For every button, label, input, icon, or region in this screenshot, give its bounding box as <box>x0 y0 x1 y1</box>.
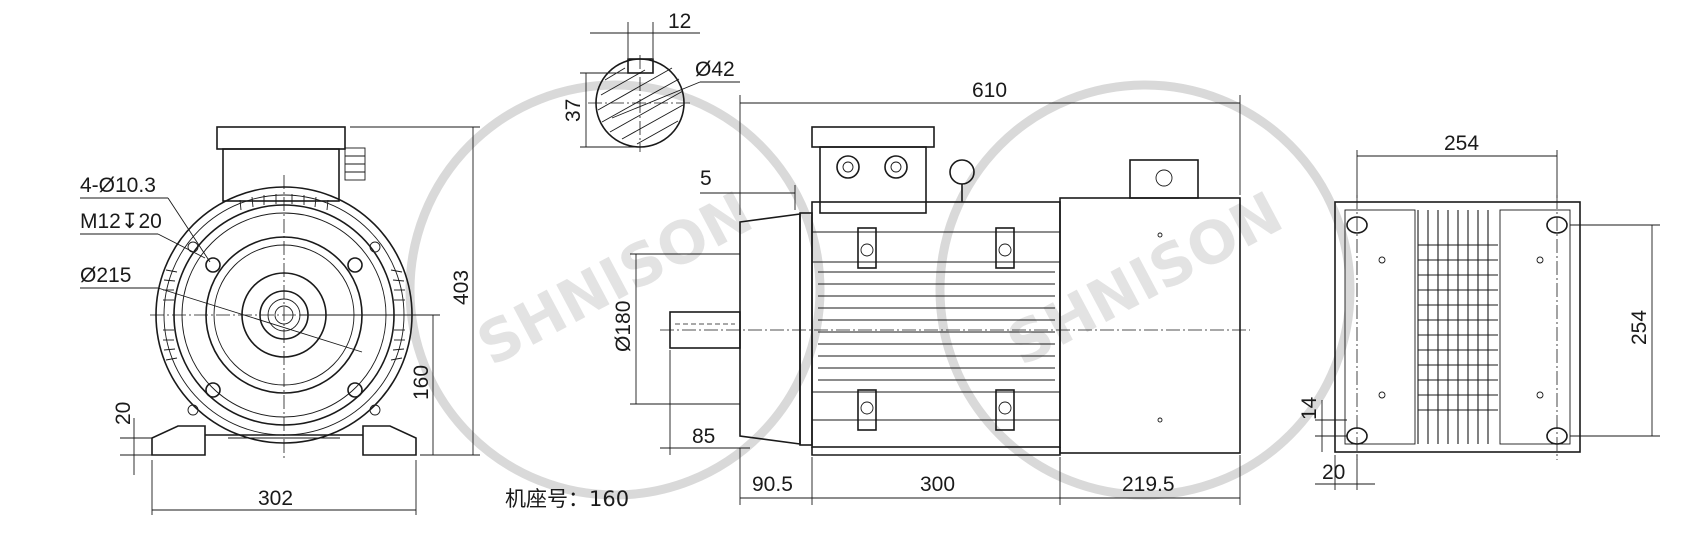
end-view: 302 403 160 20 4-Ø10.3 M12↧20 Ø215 <box>80 126 480 515</box>
terminal-box-side <box>819 146 927 214</box>
dim-keyway-12: 12 <box>668 10 691 33</box>
dim-length-610: 610 <box>972 79 1007 102</box>
dim-seg-300: 300 <box>920 473 955 496</box>
lifting-eye <box>949 159 975 185</box>
watermark-text-right: SHNISON <box>996 178 1293 379</box>
dim-width-302: 302 <box>258 487 293 510</box>
terminal-box-body <box>222 148 340 202</box>
flange-hole-1 <box>205 257 221 273</box>
terminal-box-lid <box>216 126 346 150</box>
dim-depth-37: 37 <box>562 99 585 122</box>
dim-edge-20: 20 <box>1322 461 1345 484</box>
dim-seg-219-5: 219.5 <box>1122 473 1175 496</box>
label-holes: 4-Ø10.3 <box>80 174 156 197</box>
flange-hole-2 <box>347 257 363 273</box>
body-fins <box>818 271 1055 381</box>
terminal-box-lid-side <box>811 126 935 148</box>
label-thread: M12↧20 <box>80 210 162 233</box>
label-flange-dia: Ø215 <box>80 264 131 287</box>
dim-offset-14: 14 <box>1298 396 1321 420</box>
dim-shaft-dia-42: Ø42 <box>695 58 735 81</box>
flange-side <box>739 213 801 445</box>
dim-spigot-180: Ø180 <box>612 301 635 352</box>
dim-shaft-height-160: 160 <box>410 365 433 400</box>
top-fins <box>1417 210 1489 444</box>
dim-foot-20: 20 <box>112 402 135 425</box>
fan-junction <box>1129 159 1199 199</box>
dim-depth-254: 254 <box>1628 310 1651 345</box>
dim-flange-5: 5 <box>700 167 712 190</box>
frame-size-caption: 机座号：160 <box>505 487 629 511</box>
flange-hole-3 <box>205 382 221 398</box>
dim-height-403: 403 <box>450 270 473 305</box>
keyway <box>627 58 654 74</box>
base-outline <box>1334 201 1581 453</box>
foot-right <box>362 425 417 456</box>
flange-hole-4 <box>347 382 363 398</box>
dim-shaft-85: 85 <box>692 425 715 448</box>
dim-width-254: 254 <box>1444 132 1479 155</box>
foot-left <box>151 425 206 456</box>
side-view: 610 5 Ø180 85 90.5 300 219.5 <box>612 79 1250 505</box>
shaft-section-view: 12 37 Ø42 <box>562 10 740 152</box>
dim-seg-90-5: 90.5 <box>752 473 793 496</box>
top-view: 254 254 14 20 <box>1298 132 1660 490</box>
